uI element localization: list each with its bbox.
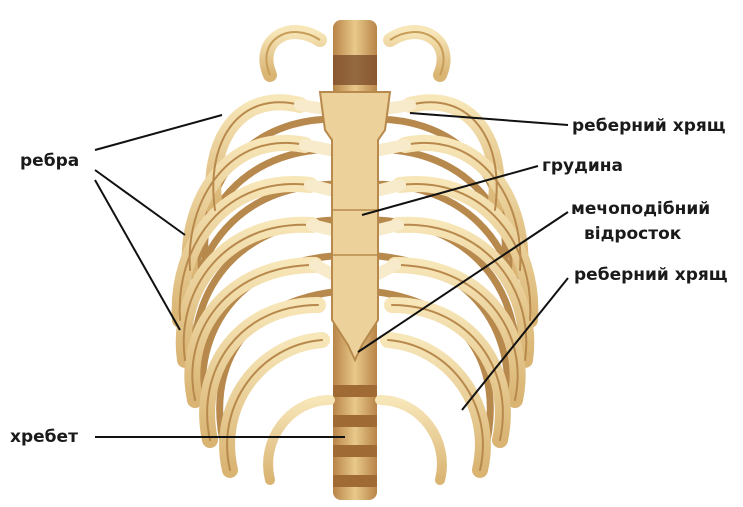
ribs-right [388, 102, 530, 470]
label-spine: хребет [10, 426, 78, 448]
label-ribs: ребра [20, 150, 79, 172]
label-sternum: грудина [542, 155, 623, 177]
label-costal-cartilage-lower: реберний хрящ [574, 264, 728, 286]
label-xiphoid-line1: мечоподібний [571, 198, 710, 220]
label-costal-cartilage-upper: реберний хрящ [572, 115, 726, 137]
label-xiphoid-line2: відросток [584, 223, 681, 245]
ribs-left [180, 102, 322, 470]
